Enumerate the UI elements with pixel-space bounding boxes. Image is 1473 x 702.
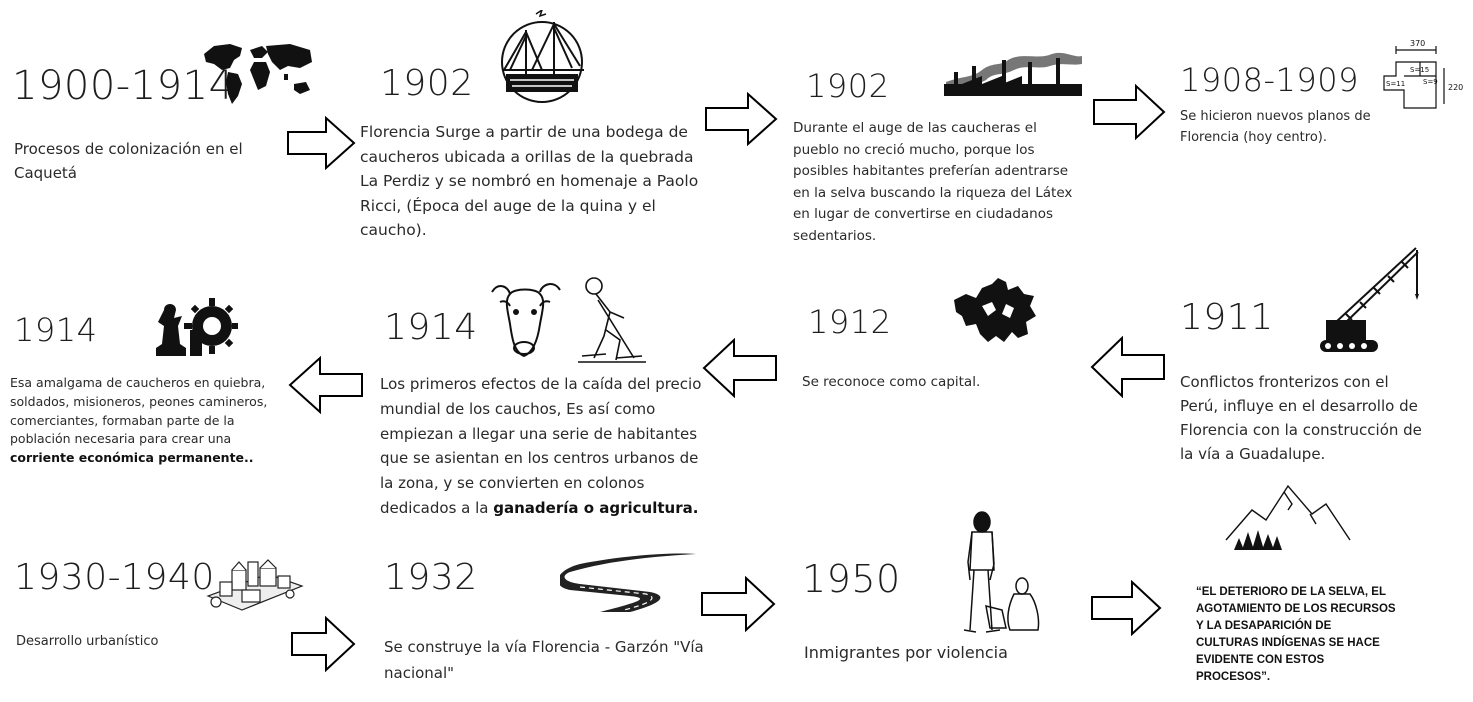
arrow-right-icon bbox=[1093, 84, 1166, 140]
plan-s9-label: S=9 bbox=[1423, 78, 1438, 86]
plan-width-label: 370 bbox=[1410, 39, 1425, 48]
event-4-year: 1908-1909 bbox=[1180, 61, 1359, 99]
map-region-icon bbox=[954, 278, 1036, 342]
event-6-text: Se reconoce como capital. bbox=[802, 374, 981, 390]
closing-quote: “EL DETERIORO DE LA SELVA, EL AGOTAMIENT… bbox=[1196, 586, 1396, 683]
event-3-year: 1902 bbox=[806, 67, 890, 105]
factory-icon bbox=[944, 52, 1082, 96]
event-3-text: Durante el auge de las caucheras el pueb… bbox=[793, 120, 1073, 244]
arrow-right-icon bbox=[1091, 580, 1162, 636]
farmer-icon bbox=[578, 277, 646, 363]
bridge-icon bbox=[501, 10, 584, 103]
arrow-right-icon bbox=[701, 576, 776, 632]
chess-gear-icon bbox=[156, 298, 238, 356]
event-7-text: Los primeros efectos de la caída del pre… bbox=[380, 372, 710, 521]
event-9-year: 1930-1940 bbox=[14, 557, 215, 598]
event-8-text-bold: corriente económica permanente.. bbox=[10, 450, 254, 466]
event-11-year: 1950 bbox=[802, 557, 901, 601]
event-8-text-main: Esa amalgama de caucheros en quiebra, so… bbox=[10, 375, 268, 447]
plan-s15-label: S=15 bbox=[1410, 66, 1429, 74]
floor-plan-icon: 370 S=15 S=9 S=11 220 bbox=[1383, 39, 1463, 109]
arrow-right-icon bbox=[705, 92, 778, 146]
arrow-left-icon bbox=[702, 338, 777, 398]
plan-s11-label: S=11 bbox=[1386, 80, 1405, 88]
arrow-right-icon bbox=[287, 116, 356, 170]
event-6-year: 1912 bbox=[808, 303, 892, 341]
event-8-text: Esa amalgama de caucheros en quiebra, so… bbox=[10, 374, 290, 468]
event-7-year: 1914 bbox=[384, 307, 478, 348]
event-9-text: Desarrollo urbanístico bbox=[16, 634, 159, 649]
event-4-text: Se hicieron nuevos planos de Florencia (… bbox=[1180, 109, 1371, 145]
event-11-text: Inmigrantes por violencia bbox=[804, 643, 1008, 662]
event-8-year: 1914 bbox=[14, 311, 98, 349]
arrow-right-icon bbox=[291, 616, 356, 672]
event-7-text-bold: ganadería o agricultura. bbox=[493, 498, 699, 517]
event-5-year: 1911 bbox=[1180, 297, 1274, 338]
event-2-text: Florencia Surge a partir de una bodega d… bbox=[360, 123, 699, 239]
arrow-left-icon bbox=[288, 356, 363, 414]
town-icon bbox=[206, 559, 304, 611]
world-map-icon bbox=[204, 44, 312, 104]
road-icon bbox=[560, 553, 696, 612]
event-10-year: 1932 bbox=[384, 557, 478, 598]
cow-icon bbox=[491, 283, 561, 358]
event-1-year: 1900-1914 bbox=[12, 63, 235, 109]
migrants-icon bbox=[963, 511, 1040, 633]
arrow-left-icon bbox=[1090, 336, 1165, 398]
event-1-text: Procesos de colonización en el Caquetá bbox=[14, 140, 243, 182]
event-7-text-main: Los primeros efectos de la caída del pre… bbox=[380, 375, 702, 517]
crane-icon bbox=[1320, 247, 1419, 352]
event-5-text: Conflictos fronterizos con el Perú, infl… bbox=[1180, 373, 1422, 463]
event-2-year: 1902 bbox=[380, 63, 474, 104]
event-10-text: Se construye la vía Florencia - Garzón "… bbox=[384, 638, 704, 682]
plan-height-label: 220 bbox=[1448, 83, 1463, 92]
mountains-icon bbox=[1225, 484, 1351, 550]
